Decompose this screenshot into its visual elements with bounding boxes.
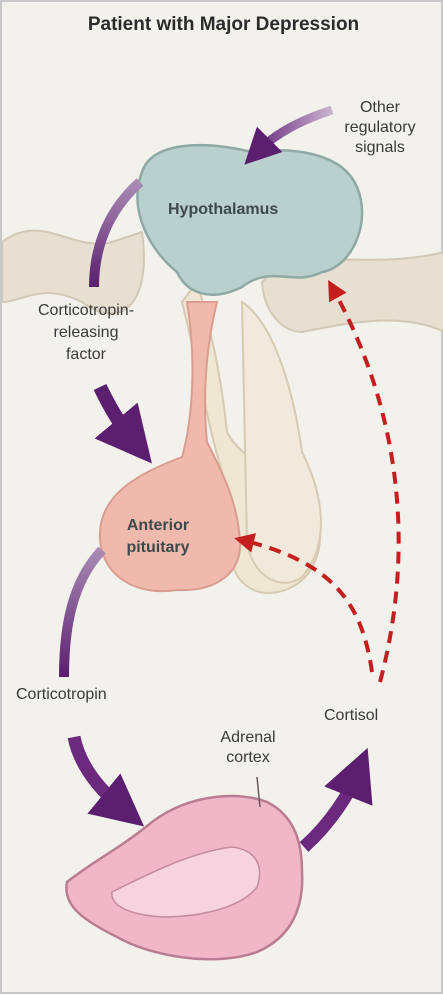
corticotropin-arrow-lower <box>74 737 124 810</box>
crf-arrow-lower <box>100 387 134 442</box>
label-adrenal-cortex: Adrenal cortex <box>198 728 298 768</box>
cortisol-feedback-hypothalamus <box>332 287 399 682</box>
label-other-regulatory-signals: Other regulatory signals <box>328 98 432 158</box>
other-signals-arrow <box>257 110 332 152</box>
label-corticotropin-releasing-factor: Corticotropin- releasing factor <box>10 300 162 366</box>
label-cortisol: Cortisol <box>324 706 378 726</box>
cortisol-arrow <box>304 772 358 847</box>
corticotropin-arrow-upper <box>64 550 102 677</box>
label-hypothalamus: Hypothalamus <box>168 200 278 220</box>
posterior-pituitary <box>242 302 321 583</box>
diagram-title: Patient with Major Depression <box>2 14 443 36</box>
label-corticotropin: Corticotropin <box>16 685 107 705</box>
label-anterior-pituitary: Anterior pituitary <box>110 515 206 559</box>
